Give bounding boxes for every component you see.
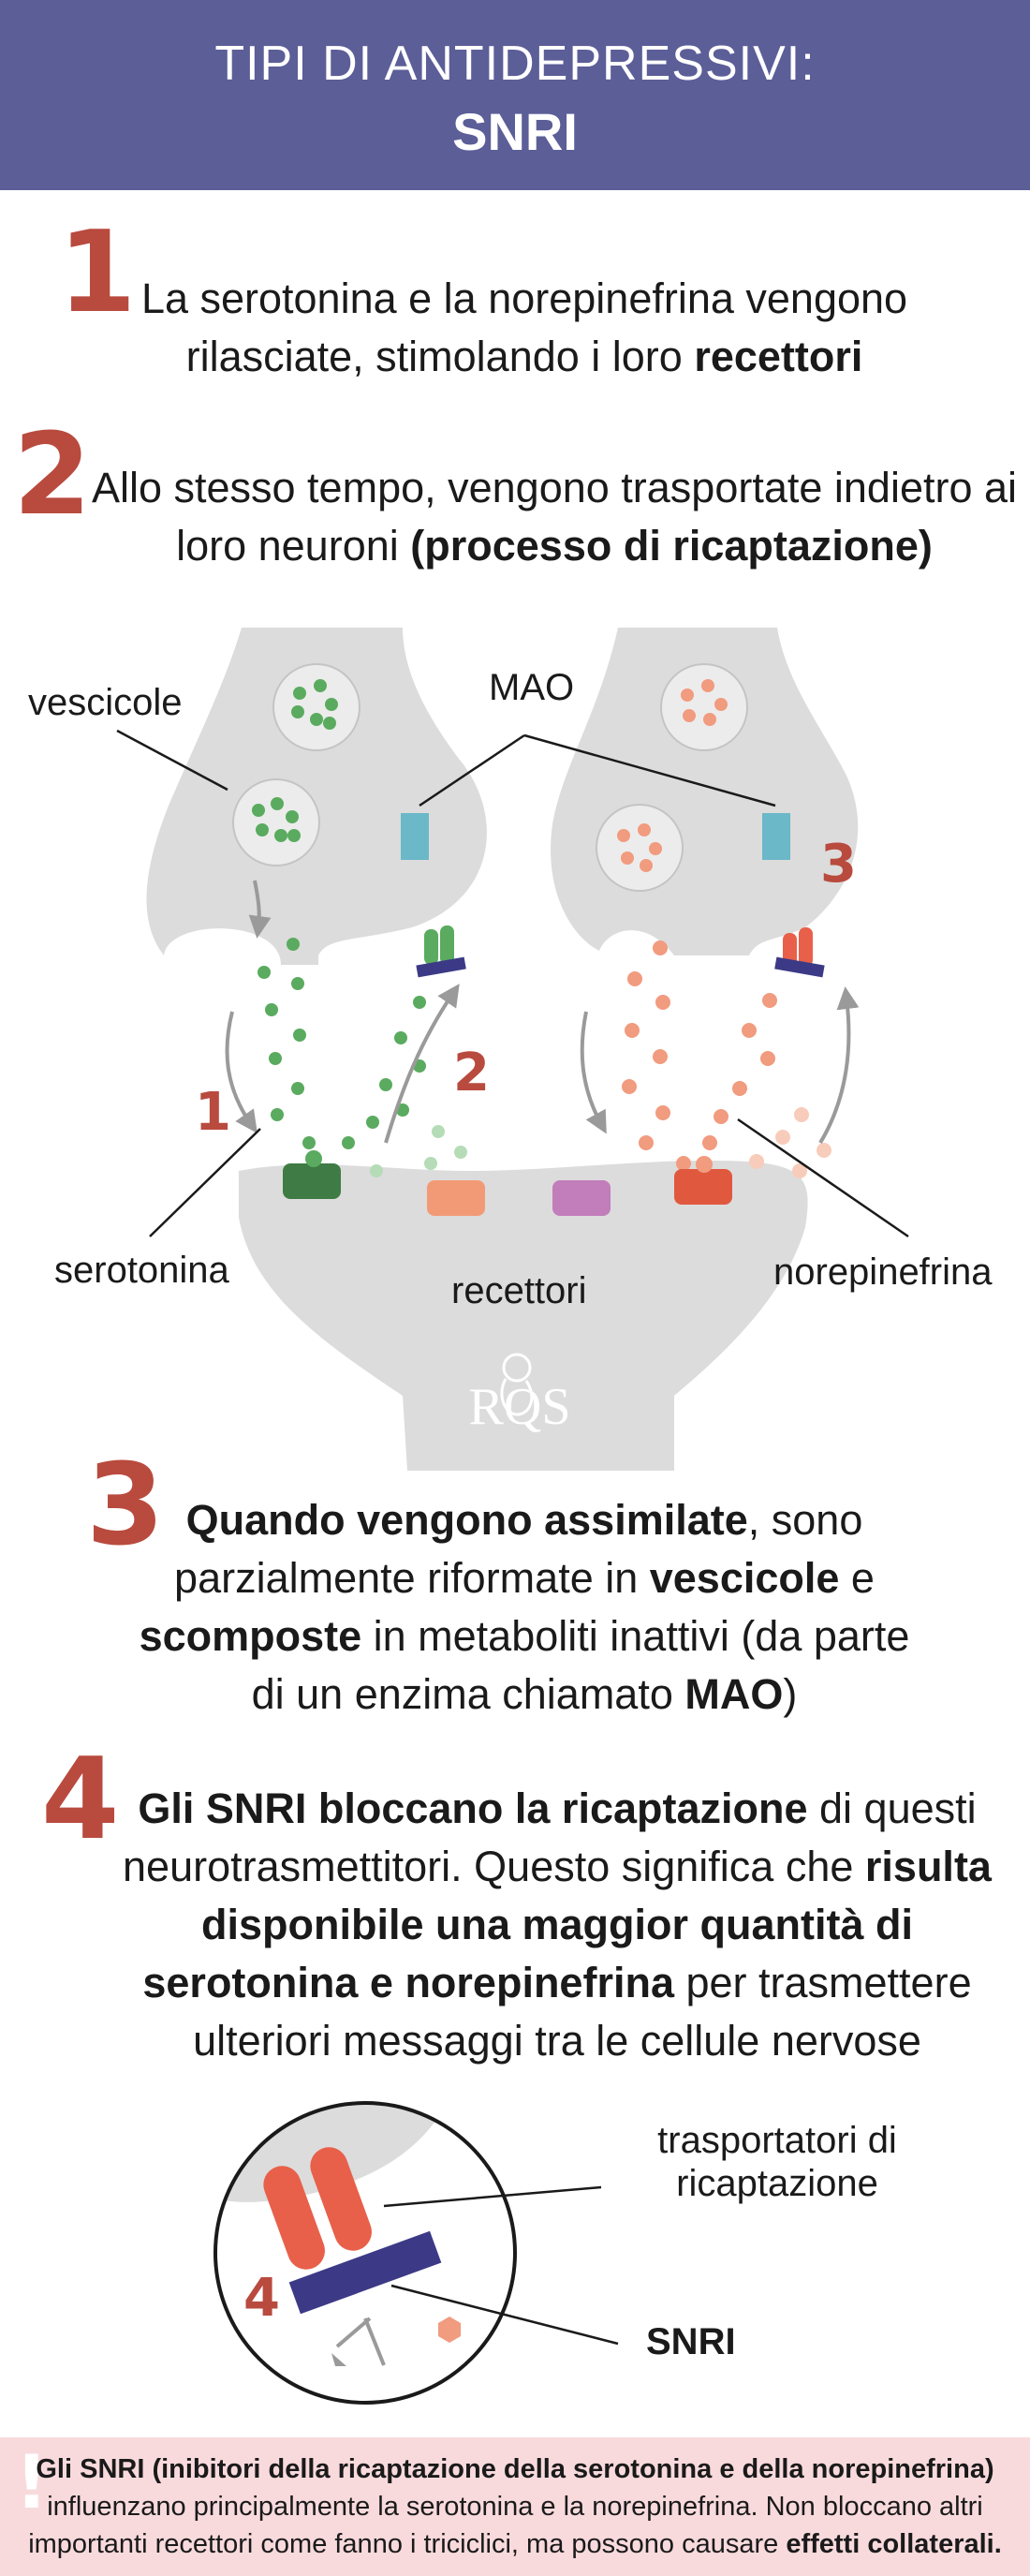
step-4-number: 4: [41, 1735, 120, 1865]
warning-text: Gli SNRI (inibitori della ricaptazione d…: [28, 2450, 1002, 2563]
snri-blocker: [288, 2230, 442, 2315]
step-3-text: Quando vengono assimilate, sono parzialm…: [122, 1491, 927, 1724]
emphasis-text: Gli SNRI bloccano la ricaptazione: [138, 1784, 808, 1832]
title-banner: TIPI DI ANTIDEPRESSIVI: SNRI: [0, 0, 1030, 190]
label-snri: SNRI: [646, 2321, 736, 2362]
mao-enzyme-left: [401, 813, 429, 860]
step-1-number: 1: [58, 208, 137, 338]
vesicle: [596, 804, 684, 892]
presynaptic-neuron-left: [146, 628, 487, 965]
vesicle: [232, 778, 320, 866]
emphasis-text: MAO: [684, 1670, 784, 1718]
vesicle: [272, 663, 360, 751]
step-1-text: La serotonina e la norepinefrina vengono…: [122, 270, 927, 386]
warning-box: ! Gli SNRI (inibitori della ricaptazione…: [0, 2437, 1030, 2576]
step-4-text: Gli SNRI bloccano la ricaptazione di que…: [103, 1780, 1011, 2070]
emphasis-text: vescicole: [649, 1554, 840, 1602]
emphasis-text: risulta disponibile una maggior quantità…: [142, 1843, 992, 2006]
diagram-marker-3: 3: [820, 834, 857, 895]
receptor-serotonin: [283, 1163, 341, 1199]
label-mao: MAO: [489, 667, 575, 708]
label-serotonina: serotonina: [54, 1250, 229, 1291]
body-text: , sono parzialmente riformate in: [174, 1496, 863, 1602]
step-2-text: Allo stesso tempo, vengono trasportate i…: [86, 459, 1023, 575]
reuptake-transporter-left: [416, 925, 466, 978]
body-text: influenzano principalmente la serotonina…: [28, 2492, 983, 2559]
body-text: in metaboliti inattivi (da parte di un e…: [251, 1612, 910, 1718]
body-text: Allo stesso tempo, vengono trasportate i…: [91, 464, 1018, 570]
rqs-logo-text: RQS: [469, 1378, 571, 1436]
label-norepinefrina: norepinefrina: [773, 1251, 993, 1293]
postsynaptic-neuron: [239, 1160, 808, 1471]
body-text: La serotonina e la norepinefrina vengono…: [140, 274, 908, 380]
emphasis-text: recettori: [694, 333, 863, 380]
body-text: di questi neurotrasmettitori. Questo sig…: [123, 1784, 977, 1890]
body-text: per trasmettere ulteriori messaggi tra l…: [193, 1959, 972, 2065]
emphasis-text: Gli SNRI (inibitori della ricaptazione d…: [36, 2454, 994, 2484]
label-trasportatori: trasportatori di ricaptazione: [657, 2120, 897, 2204]
norepinephrine-molecules: [622, 940, 777, 1171]
emphasis-text: scomposte: [139, 1612, 362, 1660]
reuptake-transporter-right: [774, 927, 825, 978]
receptor-other-2: [552, 1180, 611, 1216]
diagram-marker-1: 1: [195, 1082, 231, 1143]
title-line-2: SNRI: [452, 102, 578, 161]
body-text: e: [839, 1554, 875, 1602]
zoom-marker-4: 4: [243, 2268, 280, 2329]
exclamation-icon: !: [15, 2441, 49, 2525]
synapse-diagram: RQS: [116, 628, 909, 1471]
diagram-marker-2: 2: [453, 1043, 490, 1103]
mao-enzyme-right: [762, 813, 790, 860]
label-vescicole: vescicole: [28, 682, 183, 723]
title-line-1: TIPI DI ANTIDEPRESSIVI:: [214, 37, 816, 91]
step-2-number: 2: [13, 410, 92, 540]
emphasis-text: effetti collaterali.: [786, 2529, 1002, 2559]
rqs-logo: [500, 1353, 534, 1416]
emphasis-text: (processo di ricaptazione): [410, 522, 933, 570]
body-text: ): [783, 1670, 798, 1718]
receptor-norepinephrine: [674, 1169, 732, 1205]
receptor-other-1: [427, 1180, 485, 1216]
snri-detail-diagram: [213, 2101, 619, 2405]
emphasis-text: Quando vengono assimilate: [185, 1496, 748, 1544]
label-recettori: recettori: [451, 1270, 587, 1311]
step-3-number: 3: [86, 1441, 165, 1571]
vesicle: [660, 663, 748, 751]
